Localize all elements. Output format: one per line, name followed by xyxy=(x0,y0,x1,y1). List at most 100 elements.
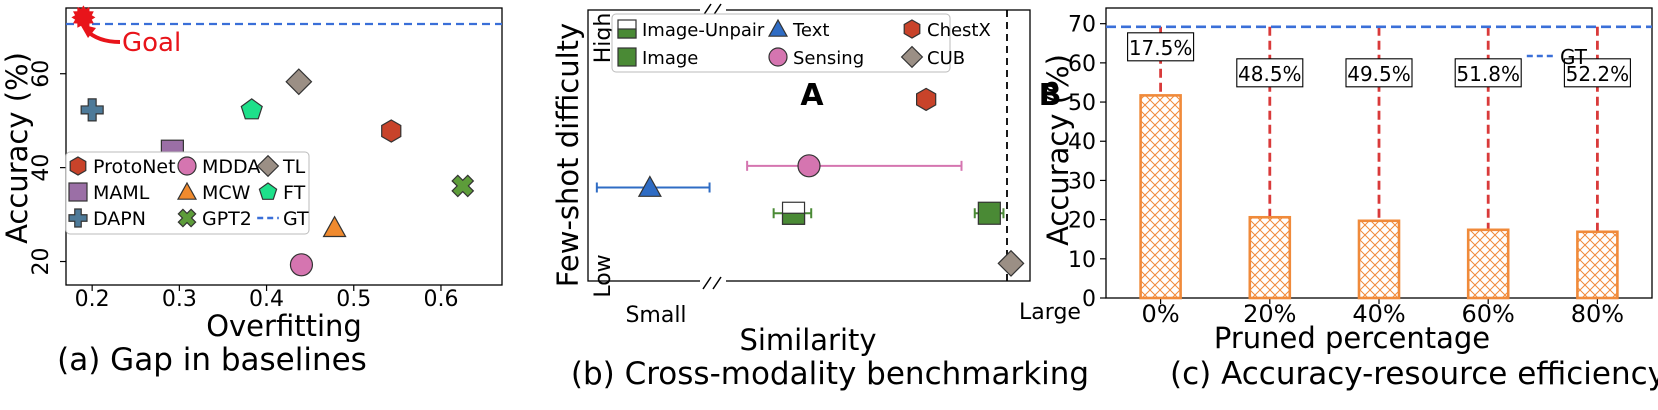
panel-a-xtick-label: 0.5 xyxy=(336,287,371,312)
legend-dapn-icon xyxy=(68,208,88,228)
legend-gpt2-icon xyxy=(177,208,197,228)
annotation-label: 48.5% xyxy=(1238,62,1302,86)
legend-text-label: Text xyxy=(792,20,829,41)
panel-b-caption: (b) Cross-modality benchmarking xyxy=(571,356,1089,392)
point-chestx xyxy=(915,87,937,112)
panel-c-ytick-label: 60 xyxy=(1068,52,1096,77)
legend-ft-label: FT xyxy=(283,182,306,204)
panel-c-ytick-label: 0 xyxy=(1082,287,1096,312)
point-cub xyxy=(997,249,1025,277)
legend-tl-icon xyxy=(256,154,280,178)
legend-chestx-icon xyxy=(903,19,921,39)
annotation-box xyxy=(1236,58,1304,88)
point-gpt2 xyxy=(451,174,475,198)
panel-c-caption: (c) Accuracy-resource efficiency xyxy=(1170,356,1658,392)
legend-sensing-icon xyxy=(768,47,788,67)
legend-maml-label: MAML xyxy=(93,182,150,204)
legend-ft-icon xyxy=(258,182,278,200)
panel-c-ytick-label: 50 xyxy=(1068,91,1096,116)
panel-c-ytick-label: 40 xyxy=(1068,130,1096,155)
annotation-box xyxy=(1127,32,1195,62)
panel-b-ytick-low: Low xyxy=(591,254,616,297)
legend-mdda-label: MDDA xyxy=(202,156,260,178)
legend-cub-label: CUB xyxy=(927,48,965,69)
bar xyxy=(1139,94,1182,300)
panel-c-ylabel: Accuracy (%) xyxy=(1041,54,1075,246)
axis-break-bottom-icon xyxy=(702,276,722,290)
legend-dapn-label: DAPN xyxy=(93,208,146,230)
panel-c-ytick-label: 70 xyxy=(1068,13,1096,38)
panel-a-xtick-label: 0.2 xyxy=(75,287,110,312)
panel-a-legend: ProtoNet MDDA TL MAML MCW FT DAPN GPT2 GT xyxy=(65,151,310,235)
panel-c-ytick-label: 20 xyxy=(1068,209,1096,234)
bar xyxy=(1576,230,1619,300)
legend-cub-icon xyxy=(900,45,924,69)
legend-text-icon xyxy=(767,18,789,37)
panel-a-ylabel: Accuracy (%) xyxy=(0,52,34,244)
panel-b-legend: Image-Unpair Text ChestX Image Sensing CUB xyxy=(611,13,991,73)
legend-gpt2-label: GPT2 xyxy=(202,208,252,230)
panel-b-legend-box xyxy=(611,13,951,73)
legend-mcw-label: MCW xyxy=(202,182,251,204)
panel-c-xtick-label: 80% xyxy=(1571,300,1624,328)
panel-a-ytick-label: 60 xyxy=(29,60,54,88)
point-mdda xyxy=(289,253,314,277)
point-protonet xyxy=(381,119,402,143)
panel-c-xtick-label: 60% xyxy=(1462,300,1515,328)
legend-image-label: Image xyxy=(642,48,698,69)
panel-b-ylabel: Few-shot difficulty xyxy=(551,23,585,287)
panel-a-frame xyxy=(65,7,503,286)
legend-sensing-label: Sensing xyxy=(793,48,864,69)
legend-mcw-icon xyxy=(176,181,198,200)
legend-image-icon xyxy=(617,47,637,67)
panel-c-ytick-label: 10 xyxy=(1068,248,1096,273)
panel-c-ytick-label: 30 xyxy=(1068,169,1096,194)
goal-star-icon xyxy=(71,5,96,30)
panel-b-xlabel: Similarity xyxy=(739,323,876,357)
panel-b-xtick-large: Large xyxy=(1019,300,1081,325)
goal-label: Goal xyxy=(122,28,181,58)
legend-image-unpair-icon xyxy=(617,19,637,39)
panel-a-xlabel: Overfitting xyxy=(206,309,362,343)
panel-b-frame xyxy=(587,9,1031,282)
annotation-box xyxy=(1563,58,1631,88)
panel-a-chart: Overfitting Accuracy (%) (a) Gap in base… xyxy=(0,5,503,378)
point-image xyxy=(977,201,1001,225)
annotation-box xyxy=(1345,58,1413,88)
panel-a-xtick-label: 0.4 xyxy=(249,287,284,312)
panel-c-xtick-label: 20% xyxy=(1243,300,1296,328)
panel-b-xtick-small: Small xyxy=(625,303,686,328)
point-mcw xyxy=(322,215,347,238)
legend-mdda-icon xyxy=(177,156,197,176)
point-ft xyxy=(240,98,263,120)
legend-tl-label: TL xyxy=(282,156,306,178)
panel-c-chart: Pruned percentage Accuracy (%) (c) Accur… xyxy=(1041,7,1658,392)
point-sensing xyxy=(797,154,821,178)
panel-a-ytick-label: 40 xyxy=(29,154,54,182)
region-a-label: A xyxy=(800,78,824,113)
legend-gt-label: GT xyxy=(283,208,309,230)
annotation-label: 17.5% xyxy=(1129,36,1193,60)
legend-chestx-label: ChestX xyxy=(927,20,991,41)
bar xyxy=(1466,228,1510,300)
panel-c-xtick-label: 40% xyxy=(1352,300,1405,328)
legend-gt-c-label: GT xyxy=(1560,45,1588,69)
annotation-label: 49.5% xyxy=(1347,62,1411,86)
panel-a-ytick-label: 20 xyxy=(29,248,54,276)
point-image-unpair-bottom xyxy=(781,212,806,225)
panel-c-legend: GT xyxy=(1526,45,1588,69)
panel-a-xtick-label: 0.3 xyxy=(162,287,197,312)
panel-c-xtick-label: 0% xyxy=(1142,300,1180,328)
annotation-label: 52.2% xyxy=(1566,62,1630,86)
point-image-unpair xyxy=(781,201,806,225)
legend-protonet-label: ProtoNet xyxy=(93,156,176,178)
legend-protonet-icon xyxy=(69,156,87,176)
legend-image-unpair-icon-bottom xyxy=(617,28,637,39)
bar xyxy=(1248,215,1292,300)
annotation-label: 51.8% xyxy=(1456,62,1520,86)
legend-image-unpair-label: Image-Unpair xyxy=(642,20,765,41)
point-text xyxy=(637,175,662,197)
panel-a-xtick-label: 0.6 xyxy=(423,287,458,312)
bar xyxy=(1357,219,1401,300)
